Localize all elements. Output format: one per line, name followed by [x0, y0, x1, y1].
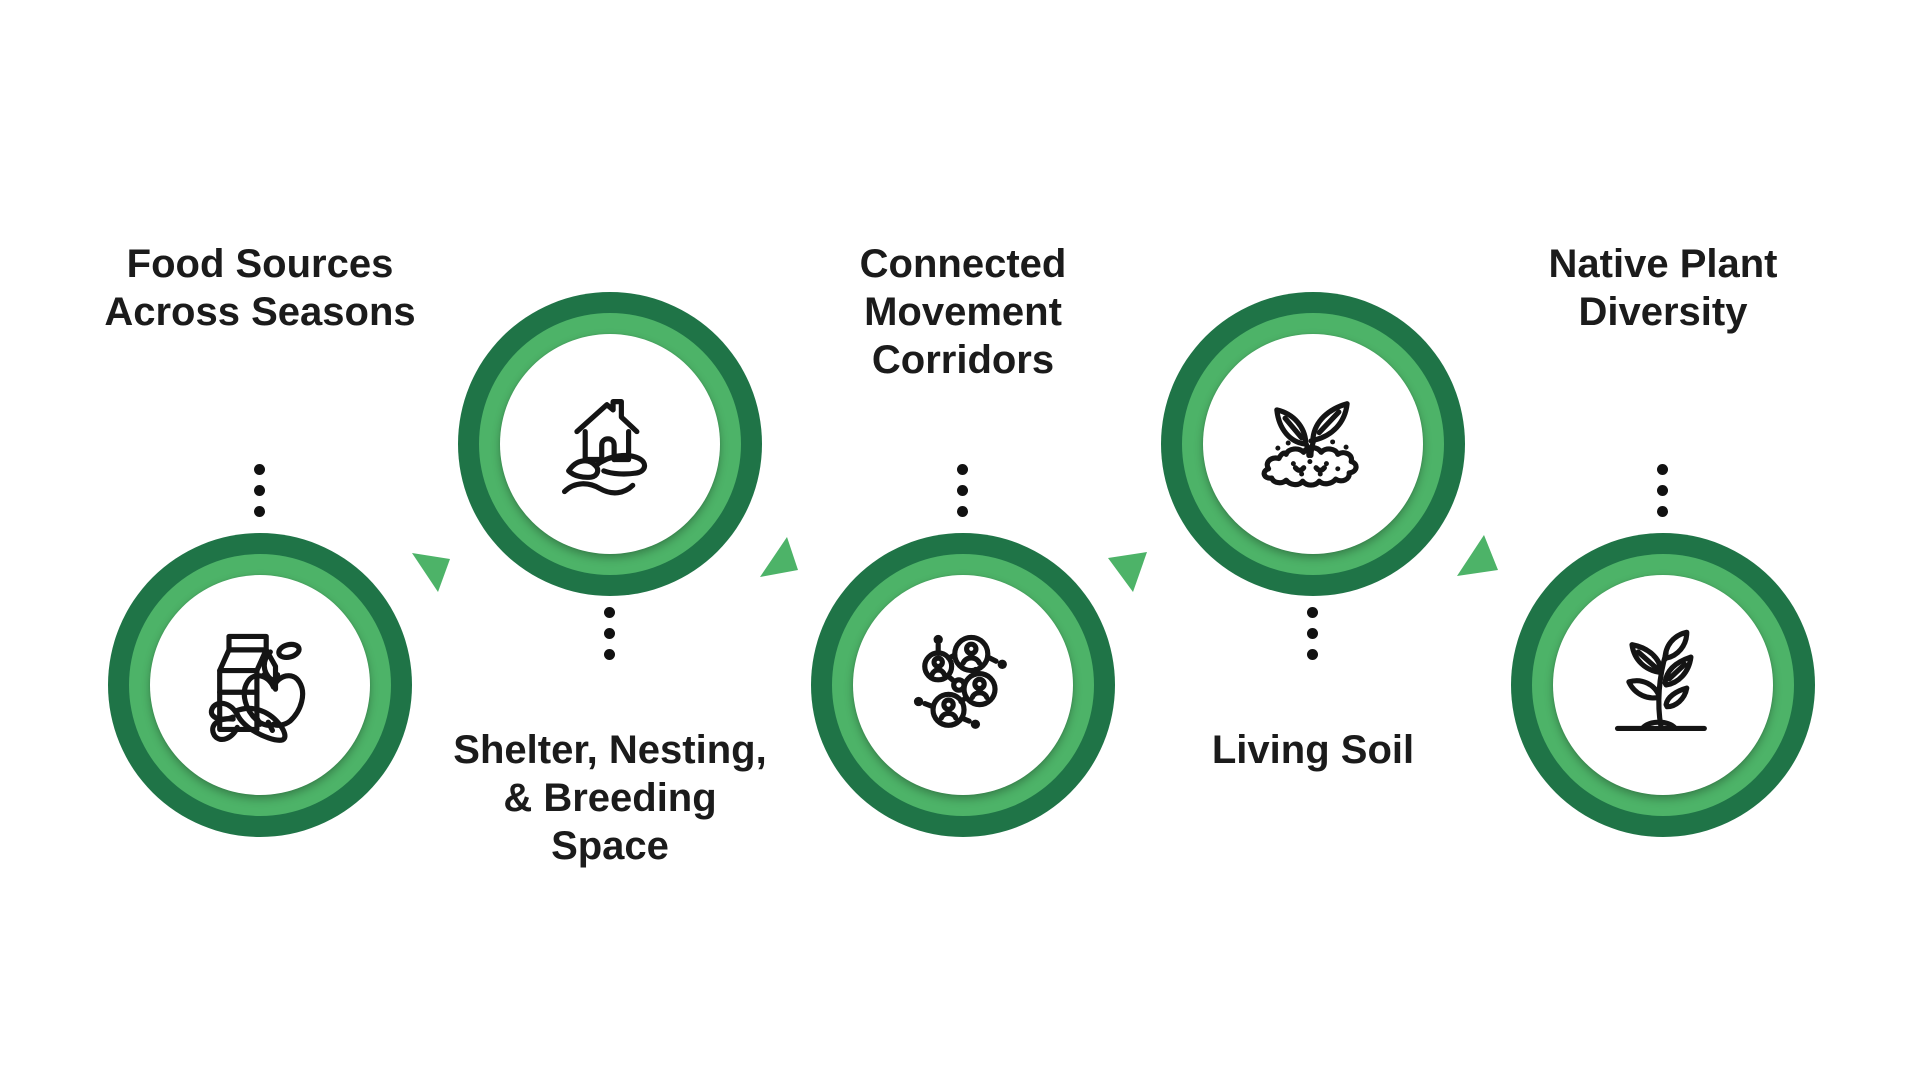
arrow-triangle-up — [760, 537, 798, 577]
circle-food-sources — [108, 533, 412, 837]
label-connected-corridors: Connected Movement Corridors — [713, 240, 1213, 384]
dotted-connector — [1307, 607, 1318, 660]
connector-dot — [604, 649, 615, 660]
label-line: Shelter, Nesting, — [453, 728, 767, 772]
connector-dot — [254, 464, 265, 475]
connector-dot — [254, 485, 265, 496]
connector-dot — [957, 464, 968, 475]
label-line: Native Plant — [1548, 242, 1778, 286]
connector-dot — [1307, 628, 1318, 639]
connector-dot — [604, 628, 615, 639]
label-line: Living Soil — [1211, 728, 1415, 772]
circle-living-soil — [1161, 292, 1465, 596]
label-line: & Breeding — [503, 776, 717, 820]
circle-native-plants — [1511, 533, 1815, 837]
label-line: Connected — [859, 242, 1067, 286]
connector-dot — [1657, 485, 1668, 496]
connector-dot — [957, 506, 968, 517]
circle-corridors — [811, 533, 1115, 837]
dotted-connector — [1657, 464, 1668, 517]
label-food-sources: Food Sources Across Seasons — [10, 240, 510, 336]
connector-dot — [1307, 607, 1318, 618]
dotted-connector — [957, 464, 968, 517]
label-living-soil: Living Soil — [1063, 726, 1563, 774]
sprout-in-soil-icon — [1261, 401, 1359, 488]
label-line: Diversity — [1578, 290, 1748, 334]
label-line: Space — [551, 824, 669, 868]
connector-dot — [1657, 464, 1668, 475]
native-plant-icon — [1614, 629, 1707, 731]
circle-disk — [1553, 575, 1773, 795]
arrow-triangle-down — [1108, 552, 1147, 592]
circle-shelter — [458, 292, 762, 596]
label-line: Movement — [864, 290, 1062, 334]
connector-dot — [957, 485, 968, 496]
dotted-connector — [254, 464, 265, 517]
circle-disk — [150, 575, 370, 795]
label-line: Food Sources — [126, 242, 394, 286]
circle-disk — [853, 575, 1073, 795]
dotted-connector — [604, 607, 615, 660]
circle-disk — [500, 334, 720, 554]
connector-dot — [604, 607, 615, 618]
label-shelter-nesting: Shelter, Nesting, & Breeding Space — [360, 726, 860, 870]
connector-dot — [254, 506, 265, 517]
arrow-triangle-up — [1457, 535, 1498, 576]
label-line: Corridors — [871, 338, 1055, 382]
connected-people-network-icon — [913, 634, 1007, 729]
house-in-hand-icon — [561, 399, 648, 496]
label-native-plant-diversity: Native Plant Diversity — [1413, 240, 1913, 336]
arrow-triangle-down — [412, 553, 450, 592]
circle-disk — [1203, 334, 1423, 554]
milk-apple-carrot-icon — [208, 633, 306, 743]
connector-dot — [1657, 506, 1668, 517]
connector-dot — [1307, 649, 1318, 660]
label-line: Across Seasons — [104, 290, 416, 334]
